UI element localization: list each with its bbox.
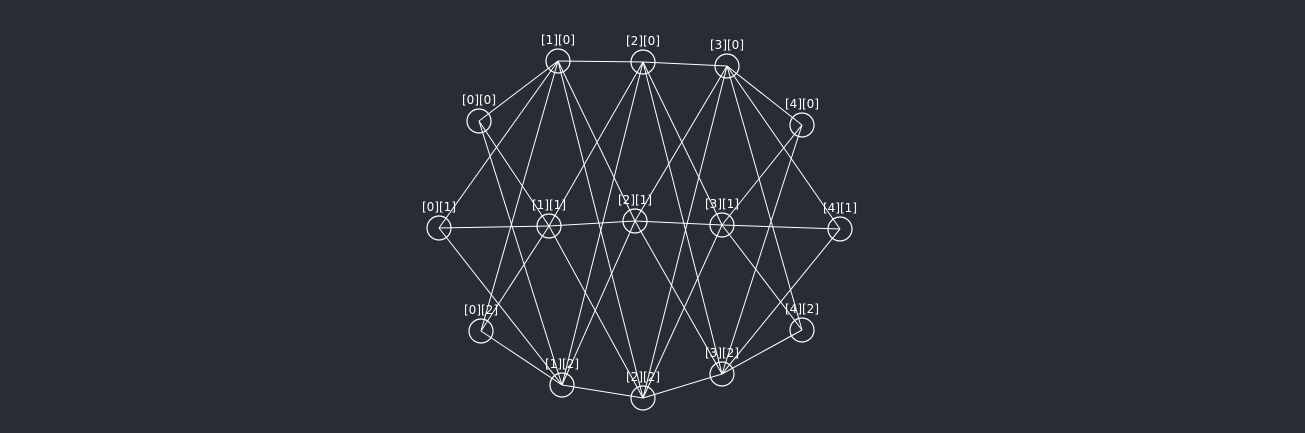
node-4-0: [4][0] xyxy=(785,97,819,138)
edge-3-2-to-4-2 xyxy=(721,329,803,375)
edge-1-1-to-2-0 xyxy=(548,61,644,227)
node-label: [3][0] xyxy=(710,38,744,52)
node-circle xyxy=(789,112,815,138)
node-layer: [0][0] [1][0] [2][0] [3][0] [4][0] [0][1] [1][… xyxy=(422,33,857,411)
edge-layer xyxy=(438,60,841,399)
node-circle xyxy=(789,317,815,343)
node-label: [2][1] xyxy=(618,193,652,207)
node-circle xyxy=(466,108,492,134)
node-circle xyxy=(549,372,575,398)
node-circle xyxy=(709,361,735,387)
edge-3-1-to-4-1 xyxy=(721,224,841,230)
node-circle xyxy=(622,208,648,234)
edge-1-0-to-2-0 xyxy=(557,60,644,63)
edge-0-1-to-1-2 xyxy=(438,227,563,386)
edge-3-2-to-4-0 xyxy=(721,124,803,375)
node-circle xyxy=(630,49,656,75)
edge-0-2-to-1-2 xyxy=(480,330,563,386)
node-label: [0][1] xyxy=(422,200,456,214)
node-label: [0][2] xyxy=(464,303,498,317)
node-label: [1][0] xyxy=(541,33,575,47)
node-1-2: [1][2] xyxy=(545,357,579,398)
node-label: [4][0] xyxy=(785,97,819,111)
edge-1-0-to-2-1 xyxy=(557,60,636,222)
node-circle xyxy=(630,385,656,411)
node-circle xyxy=(468,318,494,344)
node-3-0: [3][0] xyxy=(710,38,744,79)
node-circle xyxy=(714,53,740,79)
edge-3-1-to-4-0 xyxy=(721,124,803,226)
node-0-0: [0][0] xyxy=(462,93,496,134)
node-4-2: [4][2] xyxy=(785,302,819,343)
node-label: [2][0] xyxy=(626,34,660,48)
edge-2-0-to-3-2 xyxy=(642,61,723,375)
node-0-2: [0][2] xyxy=(464,303,498,344)
edge-0-0-to-1-1 xyxy=(478,120,550,227)
edge-1-2-to-2-1 xyxy=(561,220,636,386)
node-label: [4][1] xyxy=(823,201,857,215)
node-circle xyxy=(536,213,562,239)
node-3-1: [3][1] xyxy=(705,197,739,238)
edge-2-1-to-3-1 xyxy=(634,220,723,226)
edge-3-0-to-4-0 xyxy=(726,65,803,126)
edge-2-1-to-3-2 xyxy=(634,220,723,375)
node-circle xyxy=(545,48,571,74)
node-circle xyxy=(709,212,735,238)
edge-0-1-to-1-0 xyxy=(438,60,559,229)
edge-1-2-to-2-0 xyxy=(561,61,644,386)
node-2-0: [2][0] xyxy=(626,34,660,75)
edge-2-2-to-3-2 xyxy=(642,373,723,399)
edge-2-2-to-3-1 xyxy=(642,224,723,399)
node-4-1: [4][1] xyxy=(823,201,857,242)
edge-0-2-to-1-1 xyxy=(480,225,550,332)
edge-2-0-to-3-1 xyxy=(642,61,723,226)
edge-0-0-to-1-0 xyxy=(478,60,559,122)
edge-0-1-to-1-1 xyxy=(438,225,550,229)
node-label: [3][2] xyxy=(705,346,739,360)
edge-2-0-to-3-0 xyxy=(642,61,728,67)
node-2-1: [2][1] xyxy=(618,193,652,234)
edge-1-1-to-2-1 xyxy=(548,220,636,227)
node-1-0: [1][0] xyxy=(541,33,575,74)
node-label: [3][1] xyxy=(705,197,739,211)
edge-2-1-to-3-0 xyxy=(634,65,728,222)
edge-0-0-to-1-2 xyxy=(478,120,563,386)
node-label: [4][2] xyxy=(785,302,819,316)
edge-0-2-to-1-0 xyxy=(480,60,559,332)
edge-1-2-to-2-2 xyxy=(561,384,644,399)
node-circle xyxy=(827,216,853,242)
node-label: [2][2] xyxy=(626,370,660,384)
node-label: [0][0] xyxy=(462,93,496,107)
edge-3-0-to-4-2 xyxy=(726,65,803,331)
node-circle xyxy=(426,215,452,241)
node-2-2: [2][2] xyxy=(626,370,660,411)
edge-2-2-to-3-0 xyxy=(642,65,728,399)
edge-3-1-to-4-2 xyxy=(721,224,803,331)
edge-1-1-to-2-2 xyxy=(548,225,644,399)
edge-3-2-to-4-1 xyxy=(721,228,841,375)
node-label: [1][2] xyxy=(545,357,579,371)
node-1-1: [1][1] xyxy=(532,198,566,239)
node-label: [1][1] xyxy=(532,198,566,212)
node-3-2: [3][2] xyxy=(705,346,739,387)
node-0-1: [0][1] xyxy=(422,200,456,241)
